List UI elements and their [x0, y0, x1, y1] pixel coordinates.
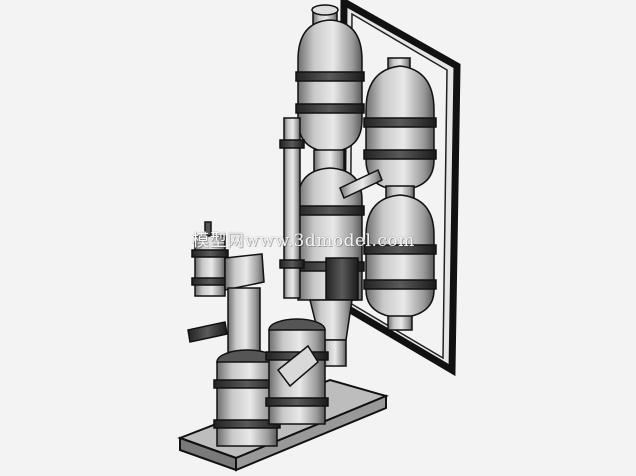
- agitator-column: [187, 221, 265, 359]
- vertical-pipe: [279, 117, 305, 299]
- front-tank-left: [213, 349, 281, 447]
- front-tank-right: [265, 318, 329, 425]
- watermark-text: 模型网www.3dmodel.com: [192, 231, 415, 251]
- upper-left-vessel: [295, 4, 365, 173]
- connecting-pipe: [339, 168, 383, 200]
- lower-right-vessel: [363, 185, 437, 331]
- lower-middle-vessel: [295, 167, 365, 367]
- upper-right-vessel: [363, 57, 437, 191]
